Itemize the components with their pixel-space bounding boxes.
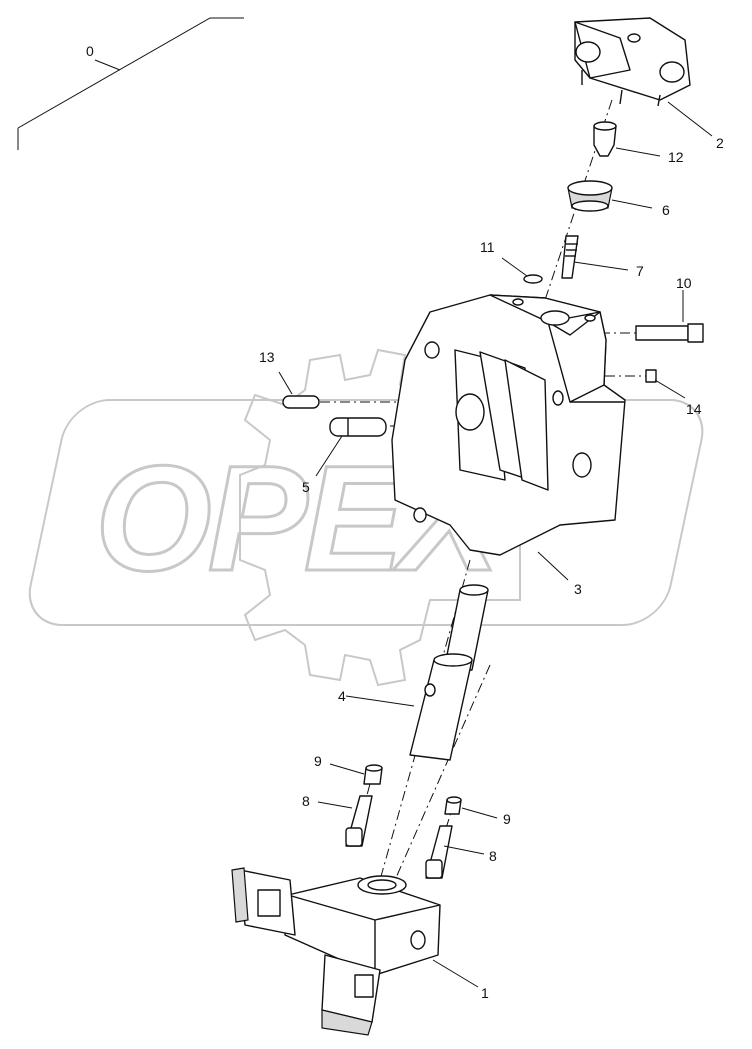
callout-7: 7: [636, 263, 644, 279]
watermark-banner: [28, 399, 704, 626]
callout-0: 0: [86, 43, 94, 59]
watermark-gear-outline: [239, 348, 521, 687]
part-9b-bushing: [444, 796, 462, 815]
part-13-pin: [282, 395, 320, 409]
part-7-threaded-stud: [561, 235, 579, 279]
callout-8b: 8: [489, 848, 497, 864]
callout-8a: 8: [302, 793, 310, 809]
part-3-housing: [391, 294, 626, 556]
callout-13: 13: [259, 349, 275, 365]
part-8b-cartridge: [425, 825, 453, 879]
callout-6: 6: [662, 202, 670, 218]
part-12-cap-screw: [593, 121, 617, 157]
callout-12: 12: [668, 149, 684, 165]
part-5-plug: [329, 417, 387, 437]
part-14-small-screw: [645, 369, 657, 383]
part-6-ring-nut: [567, 180, 613, 212]
part-10-bolt: [635, 323, 704, 343]
callout-4: 4: [338, 688, 346, 704]
callout-labels: 0 1 2 3 4 5 6 7 8 8 9 9 10 11 12 13 14: [86, 43, 724, 1001]
leader-lines: [94, 59, 713, 988]
assembly-reference-line: [17, 17, 244, 150]
callout-14: 14: [686, 401, 702, 417]
callout-9b: 9: [503, 811, 511, 827]
callout-3: 3: [574, 581, 582, 597]
callout-1: 1: [481, 985, 489, 1001]
callout-10: 10: [676, 275, 692, 291]
part-4-spool: [409, 584, 489, 761]
callout-2: 2: [716, 135, 724, 151]
part-8a-cartridge: [345, 795, 373, 847]
part-11-o-ring: [523, 274, 543, 284]
callout-9a: 9: [314, 753, 322, 769]
part-1-solenoid-valve: [231, 867, 441, 1036]
right-axis: [394, 664, 491, 881]
callout-11: 11: [480, 239, 495, 255]
part-9a-bushing: [363, 764, 383, 785]
callout-5: 5: [302, 479, 310, 495]
part-2-valve-block: [574, 17, 691, 107]
